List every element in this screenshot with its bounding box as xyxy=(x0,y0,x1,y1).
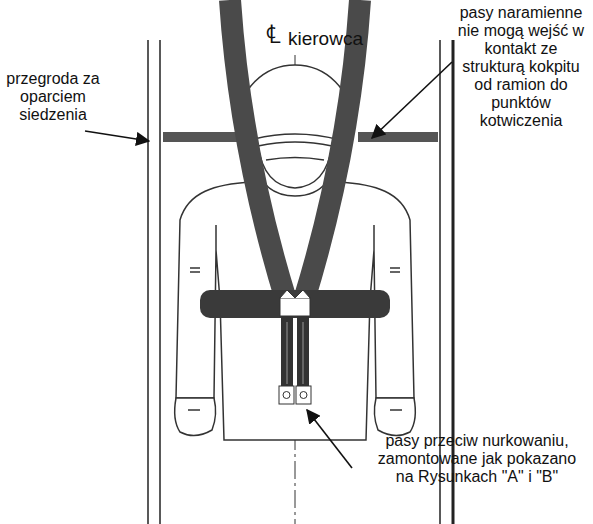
bulkhead-note: przegroda za oparciem siedzenia xyxy=(2,70,104,124)
strap-fitting xyxy=(279,386,311,404)
bulkhead-bar xyxy=(163,132,238,142)
lap-belt xyxy=(200,290,390,318)
leader-arrow xyxy=(85,62,452,468)
buckle xyxy=(280,298,310,316)
crotch-strap xyxy=(281,316,293,386)
centerline-symbol: ℄ xyxy=(258,20,288,49)
strap-seam xyxy=(303,322,304,384)
buckle-tab xyxy=(280,290,310,298)
shoulder-strap-note: pasy naramienne nie mogą wejść w kontakt… xyxy=(452,4,590,130)
anti-submarine-note: pasy przeciw nurkowaniu, zamontowane jak… xyxy=(372,432,582,486)
bulkhead-bar xyxy=(358,132,438,142)
driver-label: kierowca xyxy=(288,28,388,49)
crotch-strap xyxy=(297,316,309,386)
strap-seam xyxy=(287,322,288,384)
driver-body xyxy=(175,182,416,440)
